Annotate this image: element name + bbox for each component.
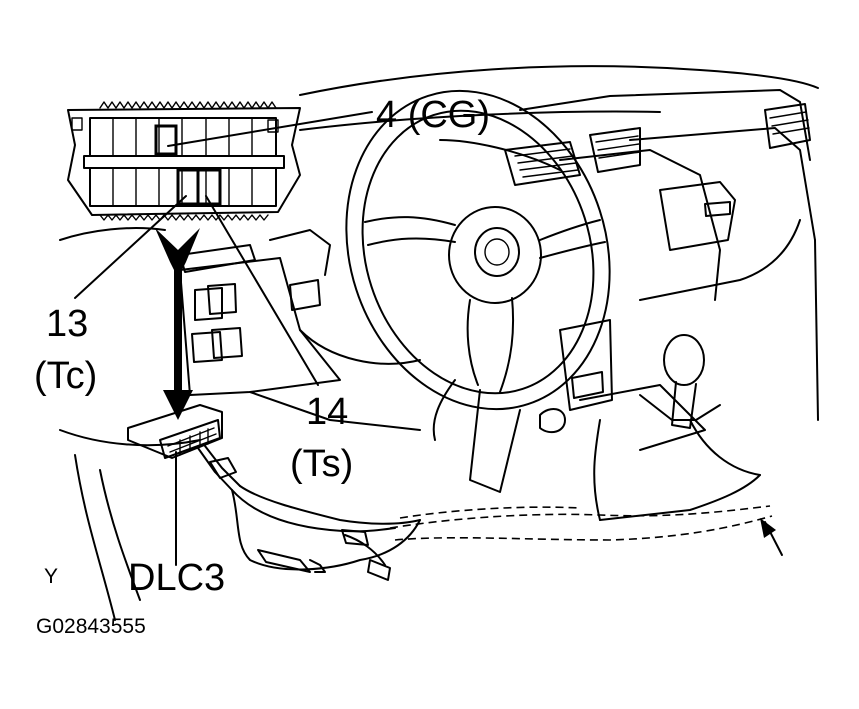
- test-leads: [197, 445, 421, 581]
- air-vent-right-b: [764, 103, 811, 149]
- air-vent-right-a: [589, 127, 641, 173]
- air-vent-center: [504, 141, 581, 186]
- pin-cg-label: 4 (CG): [376, 94, 490, 136]
- connector-inset: [67, 101, 301, 221]
- pin-ts-number: 14: [306, 391, 348, 433]
- leader-lines: [74, 111, 373, 566]
- view-letter: Y: [44, 565, 58, 588]
- leader-cg: [167, 111, 373, 147]
- center-console: [539, 319, 761, 521]
- pin-tc-name: (Tc): [34, 355, 97, 397]
- dashboard-outline: [299, 65, 819, 421]
- hidden-cable: [389, 505, 783, 556]
- pin-tc-number: 13: [46, 303, 88, 345]
- pin-ts-name: (Ts): [290, 443, 353, 485]
- left-panel: [59, 227, 421, 621]
- leader-tc: [74, 195, 187, 299]
- figure-id: G02843555: [36, 615, 146, 638]
- leader-ts: [205, 195, 319, 386]
- dlc3-label: DLC3: [128, 557, 225, 599]
- steering-wheel: [345, 89, 611, 493]
- dlc3-connector: [127, 404, 223, 459]
- down-arrow: [155, 228, 200, 420]
